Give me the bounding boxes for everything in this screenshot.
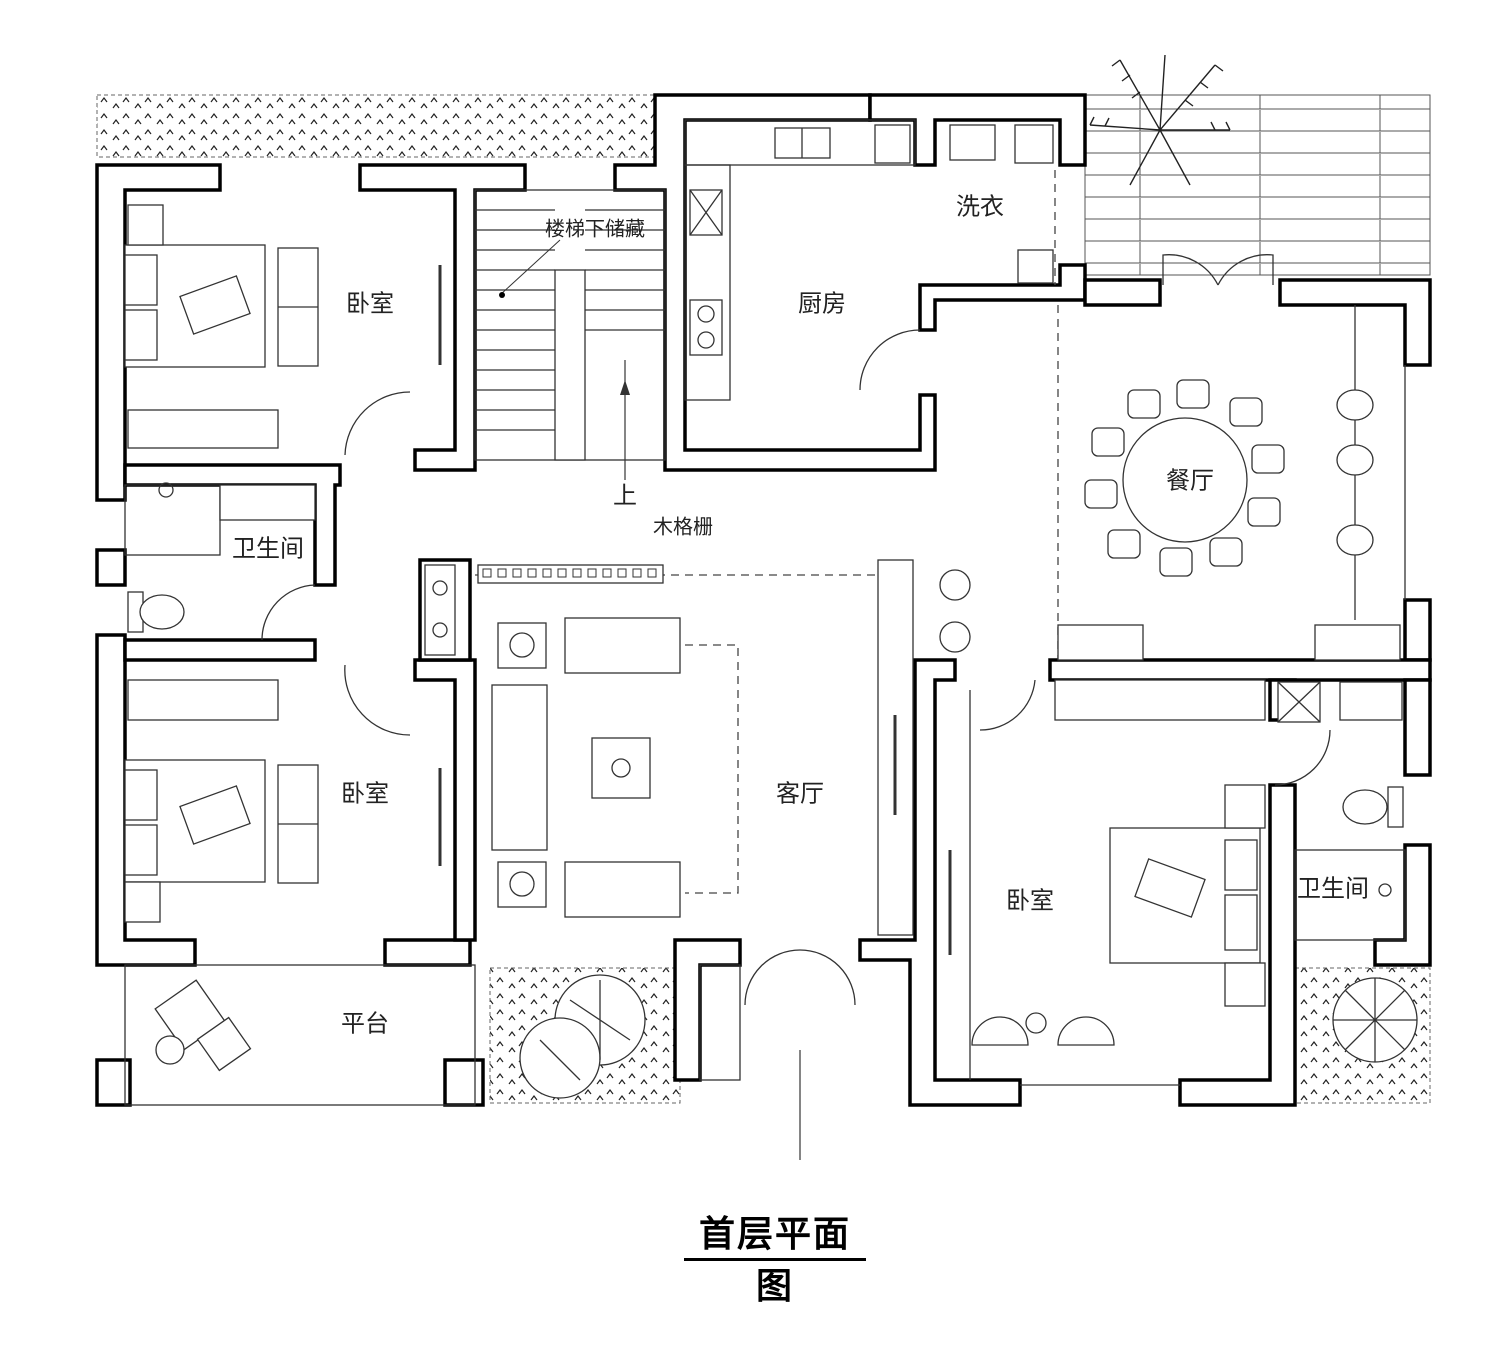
living-room-furniture: [424, 559, 971, 1160]
lounge-chair-icon: [154, 979, 252, 1072]
label-bathroom-left: 卫生间: [232, 535, 304, 563]
palm-tree-icon: [1089, 54, 1231, 186]
label-bedroom-mid-left: 卧室: [341, 780, 389, 808]
bedroom-right-furniture: [948, 679, 1266, 1086]
bed-icon: [124, 244, 319, 368]
wardrobe: [127, 409, 279, 449]
terrace-area: [124, 964, 476, 1106]
sink-icon: [774, 127, 831, 159]
label-dining: 餐厅: [1166, 467, 1214, 495]
laundry-sink-icon: [949, 124, 996, 161]
coffee-table: [591, 737, 651, 799]
label-bedroom-right: 卧室: [1006, 887, 1054, 915]
label-wood-lattice: 木格栅: [653, 515, 713, 539]
deck-top-right: [1084, 94, 1431, 276]
flower-plant-icon: [1332, 977, 1418, 1063]
bed-2-icon: [124, 759, 319, 884]
wardrobe-3: [1054, 679, 1266, 721]
wood-lattice: [477, 564, 664, 584]
garden-bottom-right: [1294, 967, 1431, 1104]
label-bathroom-right: 卫生间: [1297, 875, 1369, 903]
bed-3-icon: [1109, 784, 1266, 1007]
stove-icon: [689, 299, 723, 356]
washer-icon: [1014, 124, 1054, 164]
bathroom-right-fixtures: [1274, 681, 1406, 941]
garden-bottom-mid: [489, 967, 681, 1104]
wardrobe-2: [127, 679, 279, 721]
label-laundry: 洗衣: [956, 193, 1004, 221]
kitchen-fixtures: [684, 119, 1056, 401]
label-kitchen: 厨房: [798, 290, 846, 318]
bathroom-left-fixtures: [124, 482, 316, 641]
title-underline: [684, 1258, 866, 1261]
sofa-left: [491, 684, 548, 851]
dining-furniture: [1057, 254, 1406, 661]
round-table: [1122, 417, 1248, 543]
sofa-bottom: [564, 861, 681, 918]
label-terrace: 平台: [341, 1010, 389, 1038]
label-stair-up: 上: [613, 482, 637, 510]
drawing-title: 首层平面图: [698, 1214, 851, 1307]
label-living: 客厅: [776, 780, 824, 808]
label-stair-storage: 楼梯下储藏: [545, 217, 645, 241]
label-bedroom-top-left: 卧室: [346, 290, 394, 318]
garden-strip-top: [96, 94, 658, 158]
toilet-icon: [127, 591, 185, 633]
staircase: [474, 189, 666, 480]
washbasin-2-icon: [1339, 681, 1403, 721]
sofa-top: [564, 617, 681, 674]
toilet-2-icon: [1342, 786, 1404, 828]
walls: [95, 93, 1432, 1107]
washbasin-icon: [219, 484, 316, 521]
